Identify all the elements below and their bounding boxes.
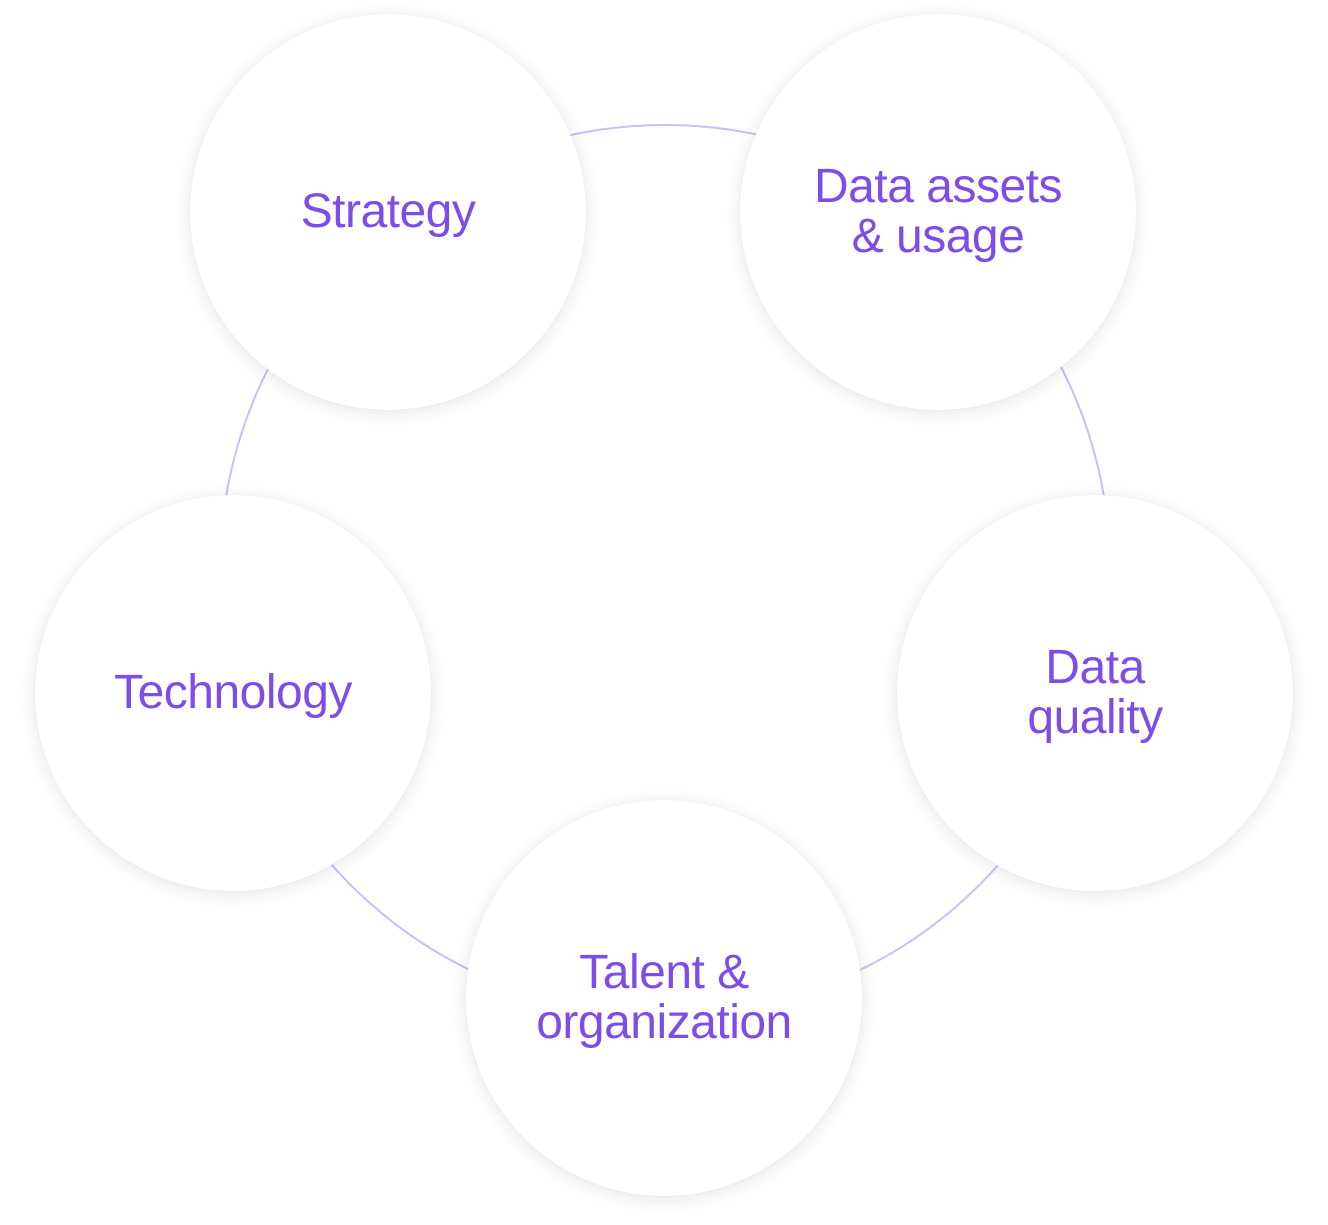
data-quality-label: Data quality — [1027, 641, 1163, 744]
strategy-label: Strategy — [300, 185, 476, 238]
talent-organization-node: Talent & organization — [466, 800, 862, 1196]
data-assets-label: Data assets & usage — [814, 160, 1062, 263]
data-quality-node: Data quality — [897, 495, 1293, 891]
strategy-node: Strategy — [190, 14, 586, 410]
talent-organization-label: Talent & organization — [536, 946, 792, 1049]
data-assets-node: Data assets & usage — [740, 14, 1136, 410]
technology-node: Technology — [35, 495, 431, 891]
technology-label: Technology — [114, 666, 352, 719]
